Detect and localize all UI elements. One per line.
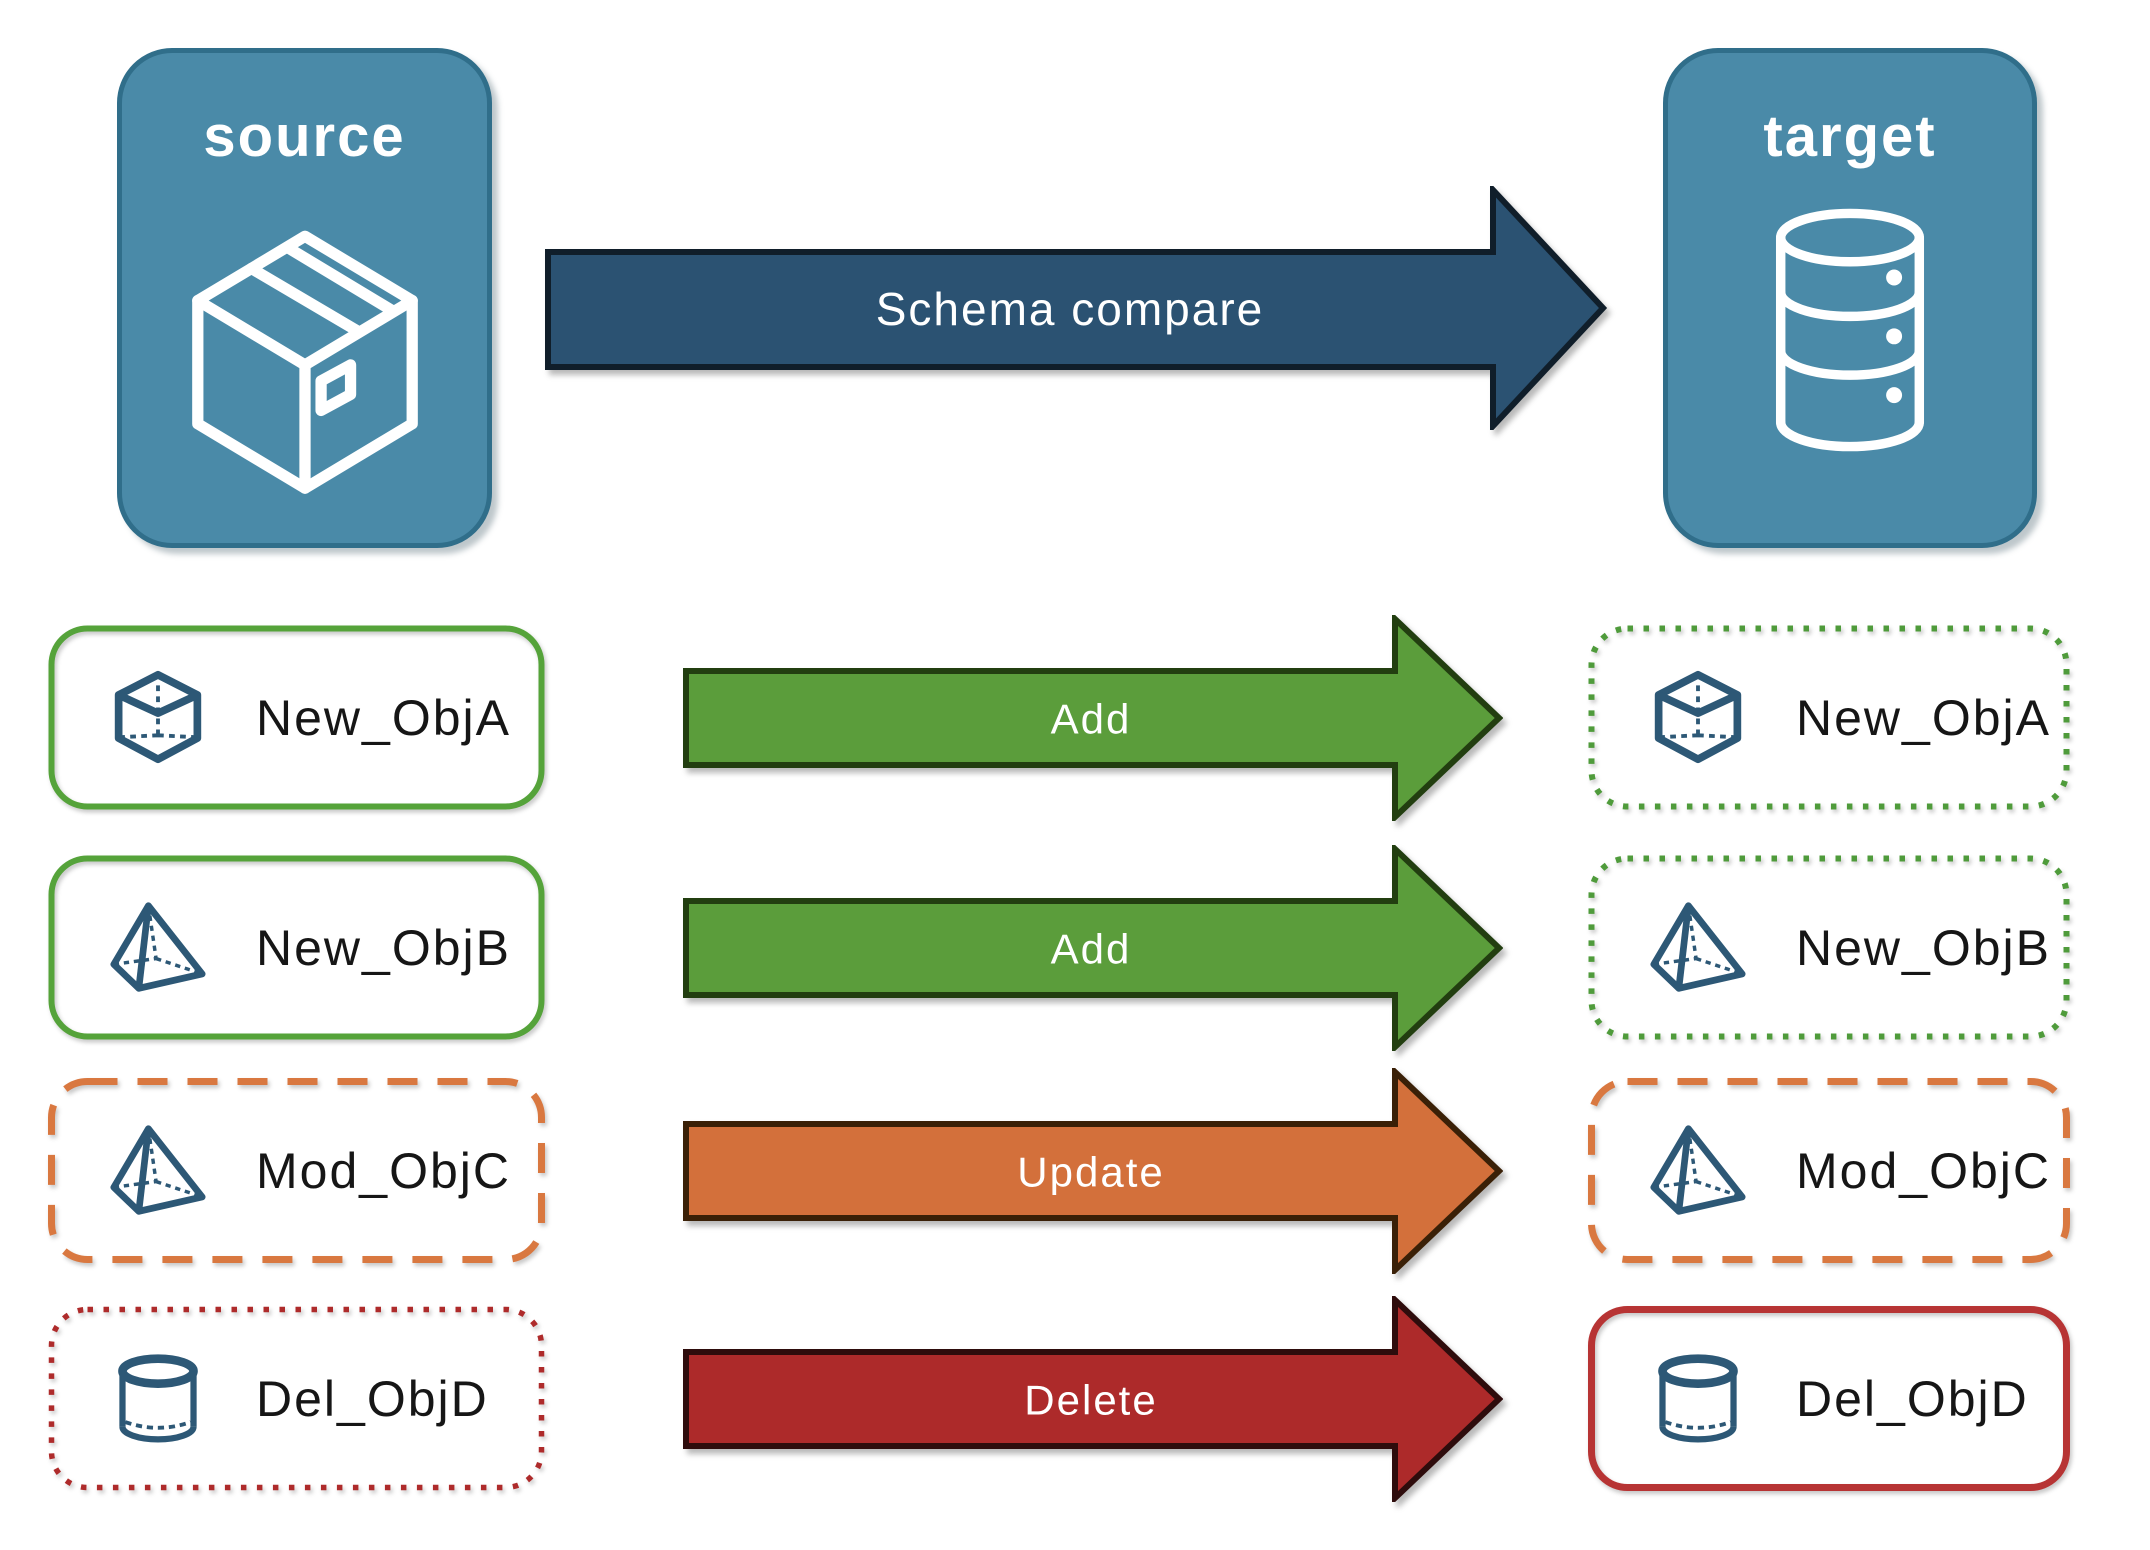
update-arrow: Update (683, 1065, 1504, 1279)
object-box-border (48, 1306, 545, 1491)
target-object-box-new-obja: New_ObjA (1588, 625, 2070, 810)
source-node: source (117, 48, 492, 548)
target-node: target (1663, 48, 2037, 548)
pyramid-icon (1650, 1123, 1746, 1219)
pyramid-icon (110, 900, 206, 996)
pyramid-icon (110, 1123, 206, 1219)
add-arrow-label: Add (1051, 696, 1132, 743)
schema-compare-arrow: Schema compare (545, 182, 1608, 435)
cube-icon (110, 670, 206, 766)
add-arrow-label: Add (1051, 926, 1132, 973)
object-label: Mod_ObjC (1796, 1142, 2051, 1199)
add-arrow-shape (683, 612, 1504, 824)
cube-icon (1650, 670, 1746, 766)
object-label: Del_ObjD (1796, 1370, 2029, 1427)
schema-compare-arrow-label: Schema compare (876, 283, 1265, 335)
object-box-border (1588, 855, 2070, 1040)
delete-arrow-label: Delete (1024, 1377, 1157, 1424)
add-arrow-shape (683, 842, 1504, 1054)
target-object-box-del-objd: Del_ObjD (1588, 1306, 2070, 1491)
pyramid-icon (1650, 900, 1746, 996)
delete-arrow-shape (683, 1293, 1504, 1505)
object-box-border (1588, 1306, 2070, 1491)
update-arrow-shape (683, 1065, 1504, 1277)
package-icon (171, 204, 439, 504)
add-arrow-row1: Add (683, 612, 1504, 826)
object-box-border (1588, 625, 2070, 810)
object-label: Del_ObjD (256, 1370, 489, 1427)
delete-arrow: Delete (683, 1293, 1504, 1507)
object-box-border (1588, 1078, 2070, 1263)
add-arrow-row2: Add (683, 842, 1504, 1056)
object-box-border (48, 625, 545, 810)
update-arrow-label: Update (1017, 1149, 1164, 1196)
schema-compare-arrow-shape (545, 182, 1608, 434)
cylinder-icon (1650, 1351, 1746, 1447)
database-icon (1745, 204, 1955, 461)
target-object-box-new-objb: New_ObjB (1588, 855, 2070, 1040)
object-label: New_ObjA (256, 689, 511, 746)
source-object-box-new-objb: New_ObjB (48, 855, 545, 1040)
source-object-box-new-obja: New_ObjA (48, 625, 545, 810)
object-box-border (48, 855, 545, 1040)
object-label: New_ObjA (1796, 689, 2051, 746)
source-object-box-mod-objc: Mod_ObjC (48, 1078, 545, 1263)
target-label: target (1763, 104, 1937, 169)
cylinder-icon (110, 1351, 206, 1447)
object-label: Mod_ObjC (256, 1142, 511, 1199)
object-label: New_ObjB (256, 919, 511, 976)
source-object-box-del-objd: Del_ObjD (48, 1306, 545, 1491)
target-object-box-mod-objc: Mod_ObjC (1588, 1078, 2070, 1263)
object-box-border (48, 1078, 545, 1263)
object-label: New_ObjB (1796, 919, 2051, 976)
source-label: source (203, 104, 406, 169)
